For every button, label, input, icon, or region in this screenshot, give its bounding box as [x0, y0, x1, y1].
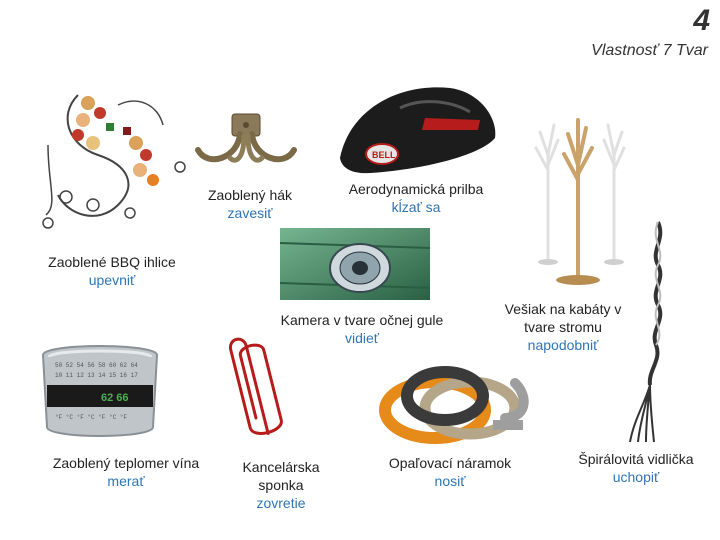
- item-label-spiral-fork: Špirálovitá vidlička uchopiť: [556, 450, 716, 486]
- item-label-hook: Zaoblený hák zavesiť: [190, 186, 310, 222]
- tree-coat-rack-icon: [526, 110, 636, 290]
- bracelet-icon: [375, 358, 535, 448]
- item-label-paper-clip: Kancelárska sponka zovretie: [226, 458, 336, 512]
- item-label-bbq: Zaoblené BBQ ihlice upevniť: [32, 253, 192, 289]
- thermometer-reading: 62 66: [101, 392, 129, 404]
- item-verb: uchopiť: [612, 469, 660, 485]
- bbq-skewer-icon: [38, 85, 188, 235]
- item-verb: vidieť: [344, 330, 380, 346]
- hook-icon: [188, 108, 308, 188]
- item-verb: zavesiť: [227, 205, 273, 221]
- item-verb: napodobniť: [527, 337, 599, 353]
- item-verb: kĺzať sa: [391, 199, 441, 215]
- item-name: Zaoblené BBQ ihlice: [48, 254, 176, 270]
- eyeball-camera-icon: [280, 228, 430, 300]
- spiral-fork-icon: [620, 220, 670, 445]
- item-label-camera: Kamera v tvare očnej gule vidieť: [262, 311, 462, 347]
- item-label-helmet: Aerodynamická prilba kĺzať sa: [326, 180, 506, 216]
- svg-text:°F °C °F °C °F °C °F: °F °C °F °C °F °C °F: [55, 414, 127, 421]
- slide-number: 4: [693, 4, 710, 37]
- item-verb: merať: [107, 473, 145, 489]
- svg-text:10 11 12 13 14 15 16 17: 10 11 12 13 14 15 16 17: [55, 372, 138, 379]
- paper-clip-icon: [226, 325, 286, 445]
- item-name: Špirálovitá vidlička: [578, 451, 694, 467]
- helmet-icon: BELL: [330, 78, 500, 178]
- item-verb: zovretie: [256, 495, 306, 511]
- item-name: Aerodynamická prilba: [348, 181, 484, 197]
- item-label-thermometer: Zaoblený teplomer vína merať: [36, 454, 216, 490]
- item-verb: upevniť: [88, 272, 136, 288]
- item-name: Kancelárska sponka: [242, 459, 320, 493]
- svg-text:BELL: BELL: [372, 150, 396, 160]
- item-name: Opaľovací náramok: [388, 455, 512, 471]
- item-name: Zaoblený hák: [207, 187, 293, 203]
- item-name: Kamera v tvare očnej gule: [280, 312, 444, 328]
- item-name: Vešiak na kabáty v tvare stromu: [504, 301, 622, 335]
- item-label-coat-rack: Vešiak na kabáty v tvare stromu napodobn…: [488, 300, 638, 354]
- wine-thermometer-icon: 50 52 54 56 58 60 62 64 10 11 12 13 14 1…: [35, 335, 165, 445]
- svg-text:50 52 54 56 58 60 62 64: 50 52 54 56 58 60 62 64: [55, 362, 138, 369]
- item-verb: nosiť: [434, 473, 466, 489]
- item-name: Zaoblený teplomer vína: [52, 455, 200, 471]
- slide-subtitle: Vlastnosť 7 Tvar: [591, 42, 708, 59]
- item-label-bracelet: Opaľovací náramok nosiť: [370, 454, 530, 490]
